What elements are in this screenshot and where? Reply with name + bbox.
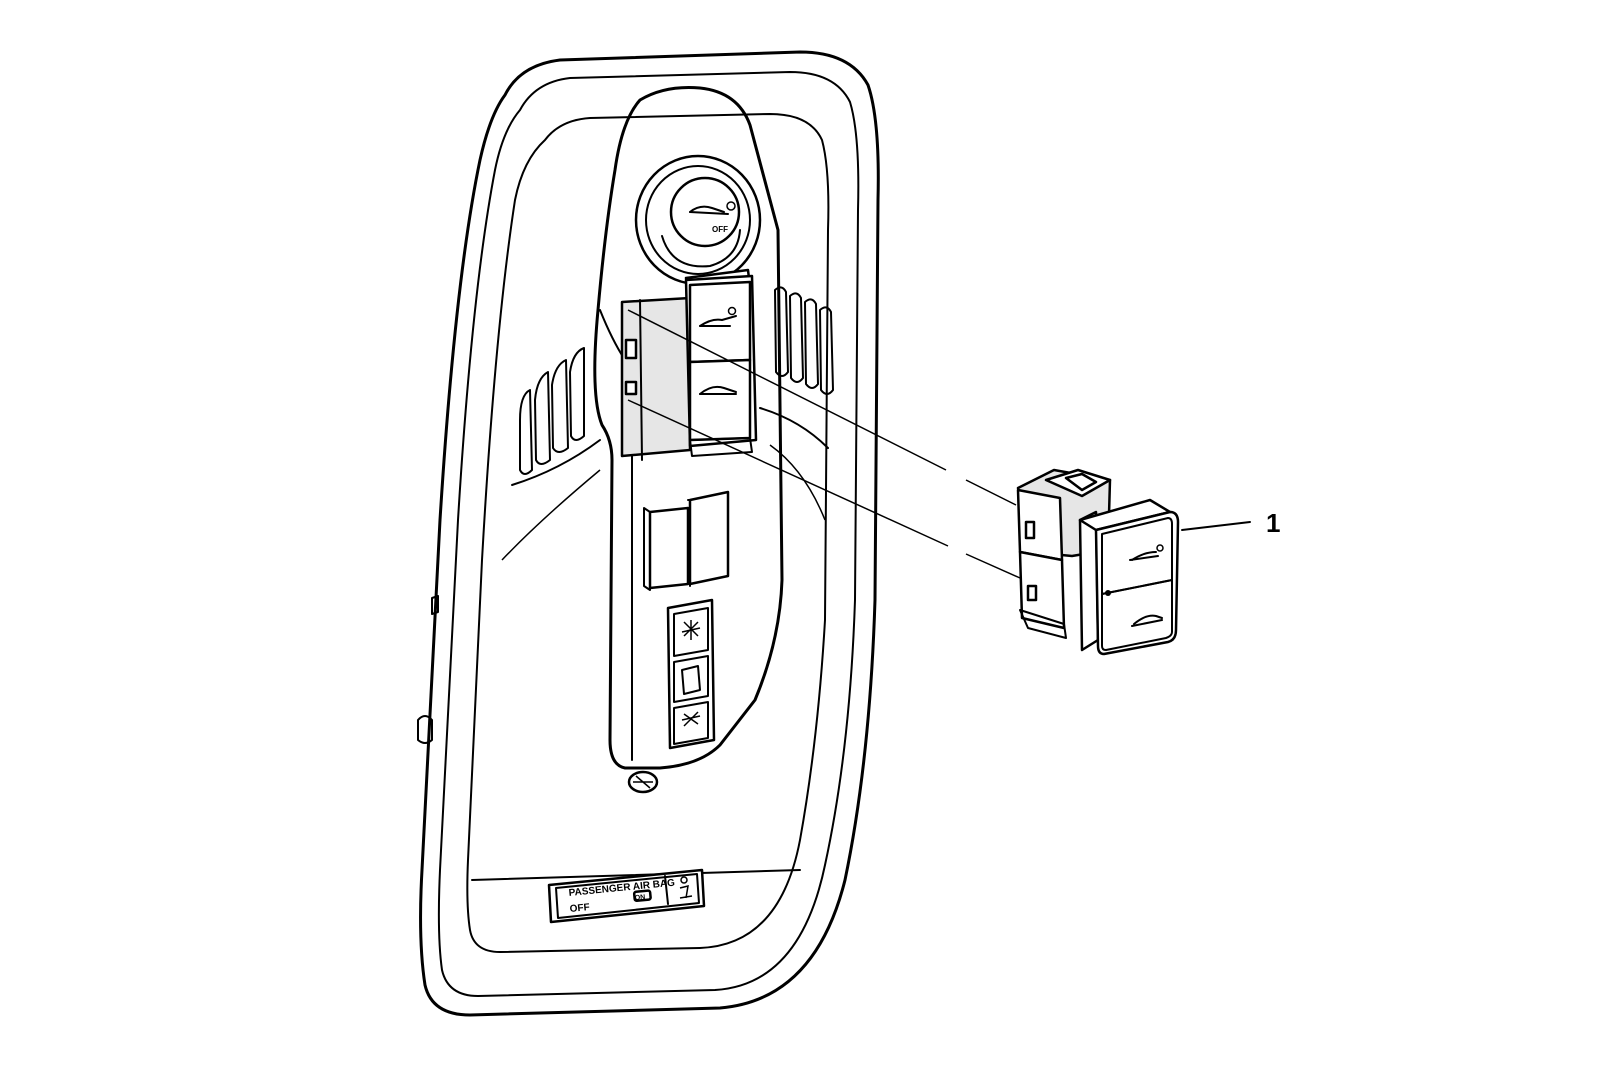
airbag-on-indicator xyxy=(632,889,652,903)
dome-lamp-off-icon xyxy=(681,711,701,727)
callout-1: 1 xyxy=(1181,508,1280,538)
right-vent xyxy=(759,286,834,521)
assembly-trunk-close-icon xyxy=(1131,614,1163,627)
upper-switch-housing xyxy=(620,268,758,461)
trunk-release-knob: OFF xyxy=(634,154,762,286)
console-bezel-recess xyxy=(466,113,830,953)
dome-lamp-on-icon xyxy=(681,620,701,640)
door-lamp-icon xyxy=(681,665,701,695)
microphone-grille xyxy=(627,770,659,794)
lamp-switch-strip xyxy=(666,598,716,750)
callout-1-label: 1 xyxy=(1266,508,1280,538)
left-vent xyxy=(501,347,601,561)
svg-text:OFF: OFF xyxy=(712,225,728,234)
trunk-open-icon xyxy=(699,306,737,327)
trunk-release-switch-assembly xyxy=(1016,468,1180,656)
trunk-release-knob-icon: OFF xyxy=(689,201,736,234)
airbag-occupant-icon xyxy=(679,876,693,899)
blank-switch-pair xyxy=(643,490,730,591)
console-bezel-outer xyxy=(419,50,880,1017)
passenger-airbag-label: PASSENGER AIR BAG OFF ON xyxy=(547,868,706,924)
airbag-label-off: OFF xyxy=(569,902,590,915)
airbag-label-on: ON xyxy=(635,894,646,902)
installation-leader-lines xyxy=(627,309,1021,579)
assembly-trunk-open-icon xyxy=(1129,544,1164,561)
trunk-close-icon xyxy=(699,385,737,395)
bezel-side-clips xyxy=(417,595,439,744)
